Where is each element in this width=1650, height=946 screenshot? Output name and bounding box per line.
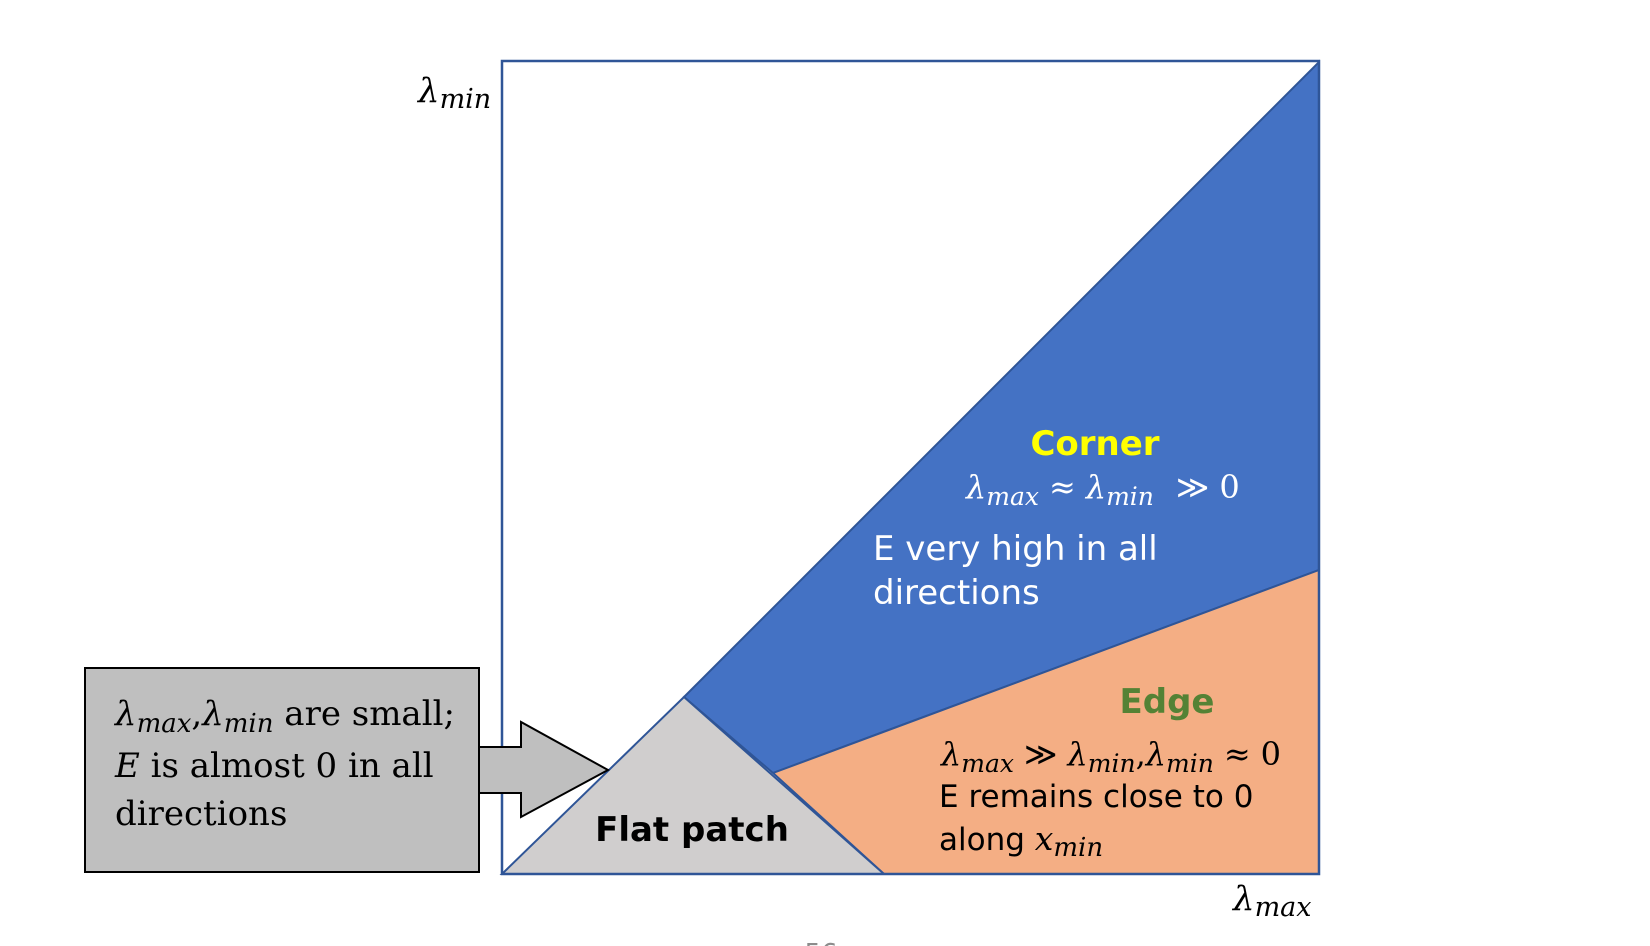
edge-title: Edge	[1120, 682, 1215, 722]
page-number: 56	[804, 939, 837, 946]
plot-frame	[500, 59, 1321, 876]
corner-description-line-2: directions	[873, 573, 1040, 613]
edge-condition: λmax≫λmin,λmin≈0	[939, 735, 1281, 778]
corner-description-line-1: E very high in all	[873, 529, 1158, 569]
callout-box	[84, 667, 480, 873]
x-axis-label: λmax	[1231, 879, 1312, 923]
corner-title: Corner	[1030, 424, 1159, 464]
callout-line-2: E is almost 0 in all	[114, 746, 434, 786]
callout-line-1: λmax,λmin are small;	[113, 694, 455, 739]
edge-description-line-2: along xmin	[939, 819, 1103, 863]
callout-line-3: directions	[115, 794, 287, 834]
flat-patch-title: Flat patch	[595, 810, 789, 850]
corner-condition: λmax≈λmin≫0	[964, 468, 1240, 511]
edge-description-line-1: E remains close to 0	[939, 779, 1253, 815]
callout-arrow	[477, 720, 611, 819]
y-axis-label: λmin	[416, 71, 491, 115]
